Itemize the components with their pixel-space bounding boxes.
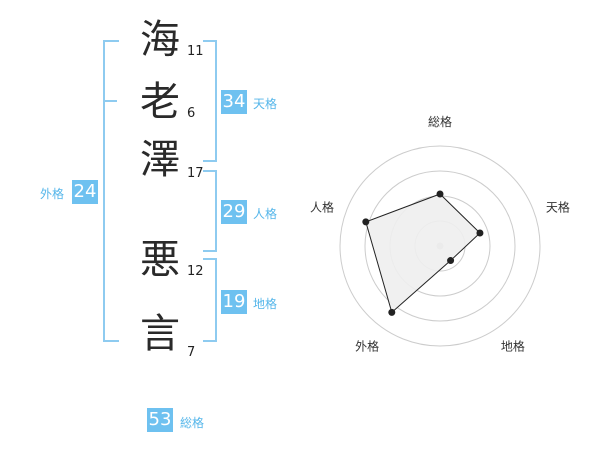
radar-point-1 bbox=[436, 190, 444, 198]
tenkaku-score: 34 bbox=[221, 90, 247, 114]
tenkaku-bracket bbox=[203, 40, 217, 162]
chikaku-bracket bbox=[203, 258, 217, 342]
radar-points bbox=[362, 190, 484, 316]
name-char-5: 言 bbox=[140, 311, 180, 357]
gaikaku-bracket bbox=[103, 40, 119, 342]
radar-ring-4 bbox=[339, 145, 541, 347]
chikaku-label: 地格 bbox=[253, 297, 278, 311]
radar-axis-label-1: 総格 bbox=[428, 114, 452, 129]
radar-point-2 bbox=[476, 229, 484, 237]
chikaku-score: 19 bbox=[221, 290, 247, 314]
radar-axis-label-3: 地格 bbox=[501, 338, 525, 353]
soukaku-score: 53 bbox=[147, 408, 173, 432]
stroke-count-5: 7 bbox=[187, 345, 196, 360]
radar-area bbox=[365, 193, 481, 314]
name-char-4: 悪 bbox=[140, 237, 180, 283]
radar-axis-label-4: 外格 bbox=[355, 338, 379, 353]
stroke-count-1: 11 bbox=[187, 44, 204, 59]
gaikaku-score: 24 bbox=[72, 180, 98, 204]
radar-point-4 bbox=[388, 308, 396, 316]
jinkaku-score: 29 bbox=[221, 200, 247, 224]
radar-axis-label-2: 天格 bbox=[546, 200, 570, 215]
radar-axis-label-5: 人格 bbox=[310, 200, 334, 215]
radar-ring-3 bbox=[364, 170, 516, 322]
stroke-count-3: 17 bbox=[187, 166, 204, 181]
soukaku-label: 総格 bbox=[180, 416, 205, 430]
radar-point-3 bbox=[447, 257, 455, 265]
name-char-3: 澤 bbox=[140, 137, 180, 183]
stroke-count-4: 12 bbox=[187, 264, 204, 279]
gaikaku-label: 外格 bbox=[40, 187, 65, 201]
jinkaku-bracket bbox=[203, 170, 217, 252]
tenkaku-label: 天格 bbox=[253, 97, 278, 111]
jinkaku-label: 人格 bbox=[253, 207, 278, 221]
radar-point-5 bbox=[362, 218, 370, 226]
name-char-2: 老 bbox=[140, 79, 180, 125]
name-char-1: 海 bbox=[140, 17, 180, 63]
gaikaku-bracket-tick bbox=[103, 100, 117, 102]
stroke-count-2: 6 bbox=[187, 106, 196, 121]
